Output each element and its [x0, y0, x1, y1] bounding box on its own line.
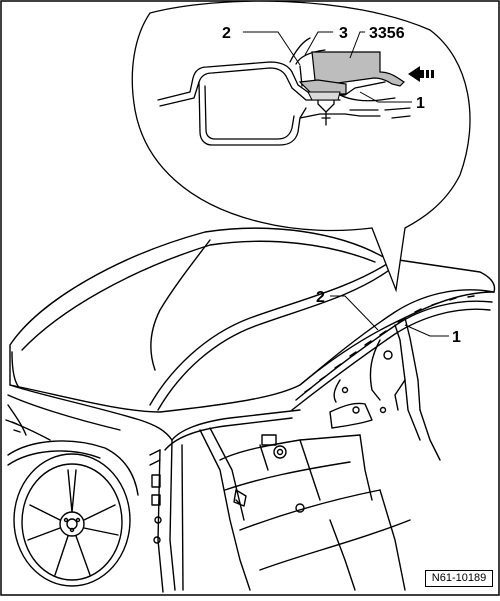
- a-pillar: [394, 324, 421, 441]
- rail-cross-section: [157, 37, 411, 146]
- detail-callout-3356: 3356: [369, 25, 405, 42]
- rear-quarter: [9, 384, 173, 441]
- detail-callout-2: 2: [222, 25, 231, 42]
- figure-reference-label: N61-10189: [425, 570, 493, 587]
- main-leader-lines: [330, 295, 449, 337]
- tool-3356: [311, 51, 405, 87]
- roof-panel: [9, 227, 496, 413]
- detail-magnifier: [131, 0, 471, 293]
- detail-leader-lines: [243, 31, 412, 103]
- callouts: 2 3 3356 1 2 1: [222, 25, 461, 346]
- main-callout-1: 1: [452, 329, 461, 346]
- roof-side-rail: [299, 289, 495, 386]
- detail-callout-1: 1: [416, 95, 425, 112]
- door-frame: [171, 409, 301, 441]
- detail-callout-3: 3: [339, 25, 348, 42]
- main-callout-2: 2: [316, 289, 325, 306]
- vehicle-rear-body: [5, 227, 496, 593]
- rear-wheel-tire: [13, 453, 131, 587]
- push-direction-arrow-icon: [408, 66, 434, 82]
